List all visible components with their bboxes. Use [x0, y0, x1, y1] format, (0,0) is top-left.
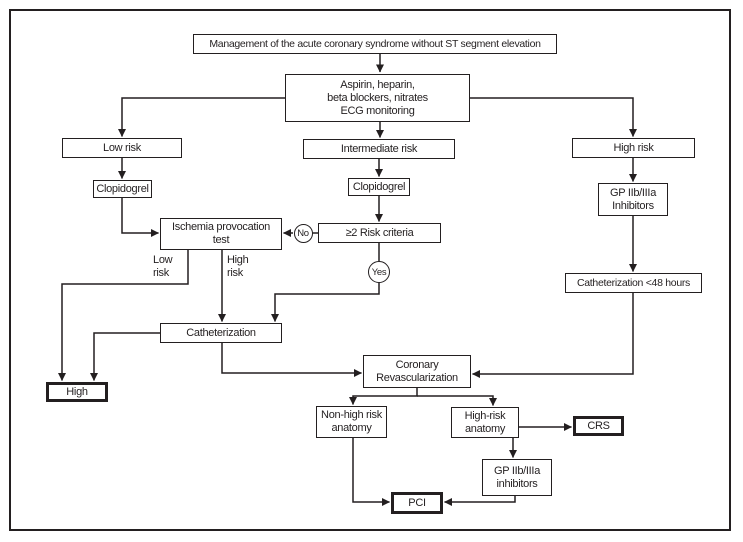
connector-clopidogrel-to-ischemia-test	[121, 198, 159, 237]
connector-revascularization-to-non-high-anatomy	[349, 388, 418, 405]
node-crs: CRS	[573, 416, 624, 436]
node-initial-treatment: Aspirin, heparin, beta blockers, nitrate…	[285, 74, 470, 122]
connector-treatment-to-high-risk	[470, 97, 637, 137]
node-clopidogrel-middle: Clopidogrel	[348, 178, 410, 196]
connector-catheterization-to-high-outcome	[90, 332, 160, 381]
decision-yes: Yes	[368, 261, 390, 283]
node-title: Management of the acute coronary syndrom…	[193, 34, 557, 54]
node-clopidogrel-left: Clopidogrel	[93, 180, 152, 198]
node-high-risk-anatomy: High-risk anatomy	[451, 407, 519, 438]
node-gp-iib-iiia-inhibitors-bottom: GP IIb/IIIa inhibitors	[482, 459, 552, 496]
figure-border	[9, 9, 731, 531]
node-coronary-revascularization: Coronary Revascularization	[363, 355, 471, 388]
node-pci: PCI	[391, 492, 443, 514]
node-gp-iib-iiia-inhibitors-right: GP IIb/IIIa Inhibitors	[598, 183, 668, 216]
connector-gp-inhibitors-to-pci	[444, 496, 516, 506]
connector-non-high-anatomy-to-pci	[352, 438, 390, 506]
node-risk-criteria: ≥2 Risk criteria	[318, 223, 441, 243]
node-non-high-risk-anatomy: Non-high risk anatomy	[316, 406, 387, 438]
node-catheterization: Catheterization	[160, 323, 282, 343]
node-low-risk: Low risk	[62, 138, 182, 158]
connector-revascularization-to-high-anatomy	[417, 395, 497, 406]
node-ischemia-provocation-test: Ischemia provocation test	[160, 218, 282, 250]
edge-label-low-risk: Low risk	[153, 254, 173, 279]
connector-catheterization-to-revascularization	[221, 343, 362, 377]
node-high-risk: High risk	[572, 138, 695, 158]
node-intermediate-risk: Intermediate risk	[303, 139, 455, 159]
connector-cath48-to-revascularization	[472, 293, 634, 378]
decision-no: No	[293, 223, 313, 243]
connector-ischemia-low-risk-to-high-outcome	[58, 250, 189, 381]
edge-label-high-risk: High risk	[227, 254, 249, 279]
node-high-outcome: High	[46, 382, 108, 402]
connector-yes-to-catheterization	[271, 283, 380, 322]
connector-treatment-to-low-risk	[118, 97, 285, 137]
node-catheterization-48-hours: Catheterization <48 hours	[565, 273, 702, 293]
